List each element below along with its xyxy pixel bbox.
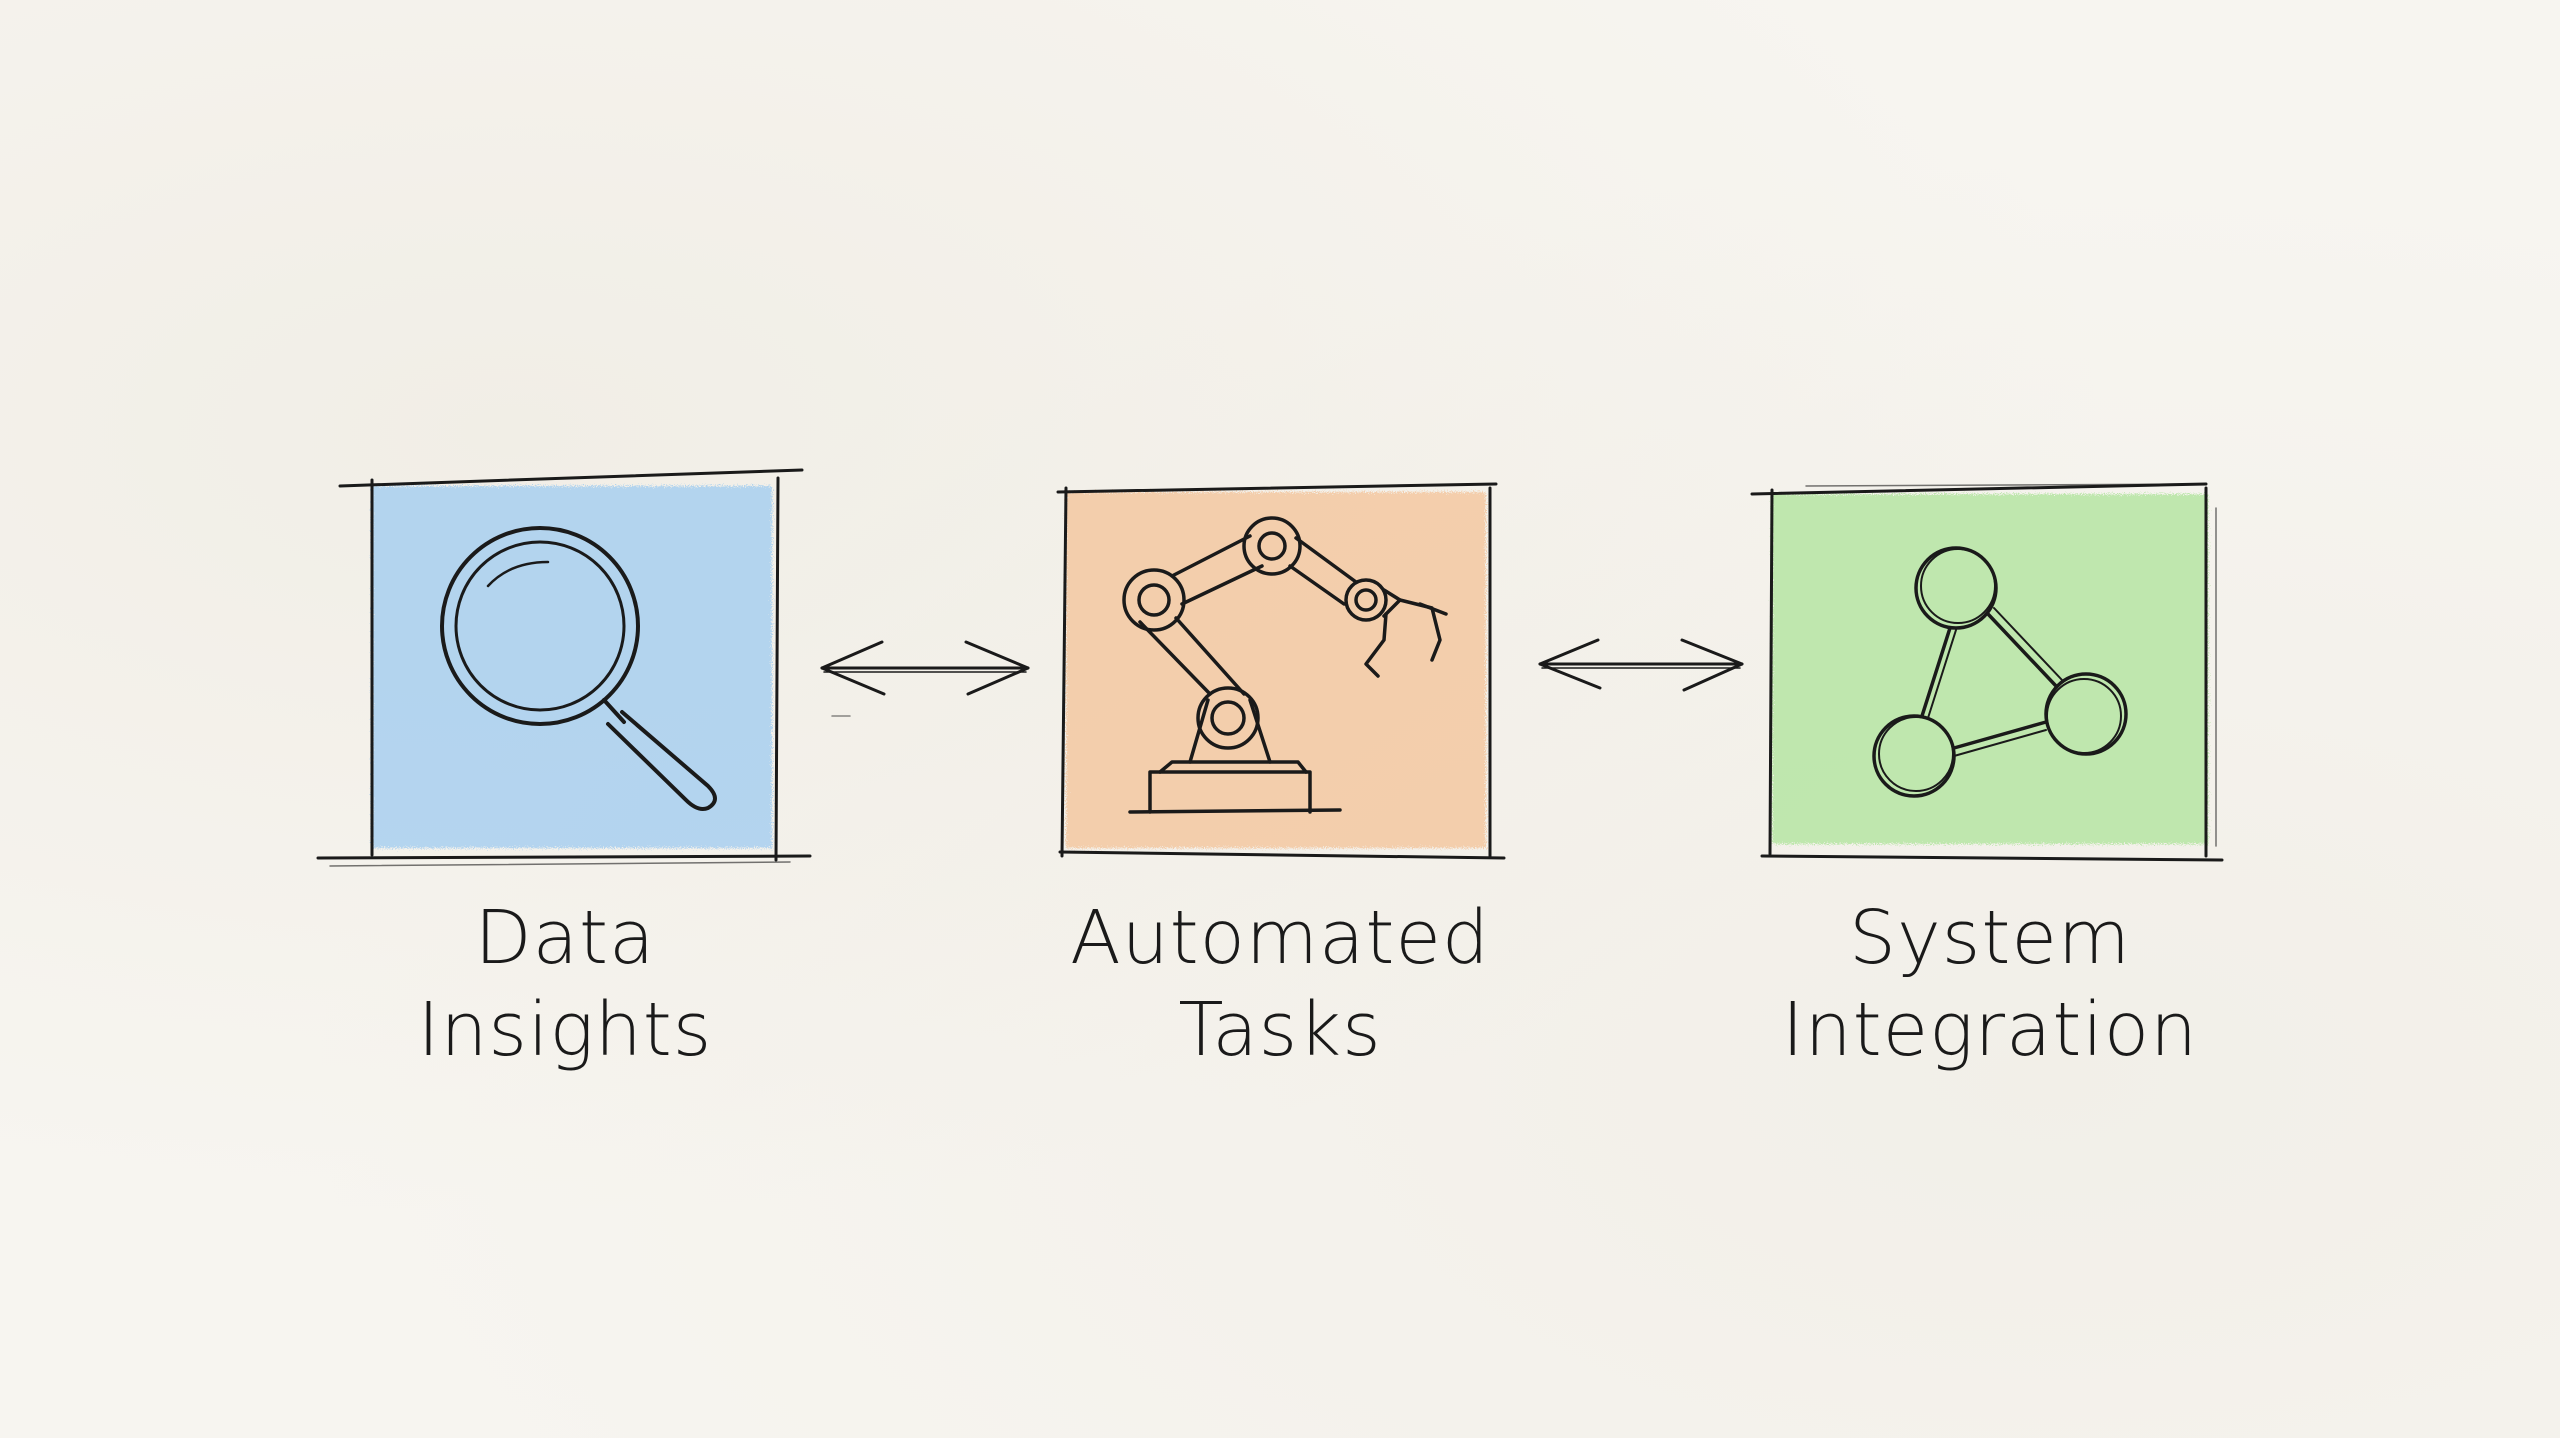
data-insights-label-line1: Data (474, 895, 656, 981)
data-insights-fill (372, 486, 772, 848)
magnifying-glass-icon (440, 526, 717, 811)
system-integration-label-line1: System (1849, 895, 2131, 981)
connector-arrow-1 (820, 640, 1030, 717)
system-integration-frame (1750, 482, 2224, 862)
data-insights-label: Data Insights (305, 892, 825, 1076)
system-integration-node (1750, 482, 2224, 862)
automated-tasks-label-line2: Tasks (1178, 987, 1382, 1073)
automated-tasks-node (1056, 482, 1506, 860)
network-nodes-icon (1872, 546, 2128, 798)
connector-arrow-2 (1538, 638, 1744, 692)
automated-tasks-fill (1066, 492, 1486, 848)
automated-tasks-label-line1: Automated (1070, 895, 1490, 981)
data-insights-label-line2: Insights (417, 987, 713, 1073)
system-integration-fill (1772, 494, 2208, 844)
automated-tasks-frame (1056, 482, 1506, 860)
data-insights-frame (316, 468, 812, 867)
system-integration-label-line2: Integration (1781, 987, 2199, 1073)
automated-tasks-label: Automated Tasks (1020, 892, 1540, 1076)
data-insights-node (316, 468, 812, 867)
system-integration-label: System Integration (1730, 892, 2250, 1076)
robotic-arm-icon (1122, 516, 1448, 814)
